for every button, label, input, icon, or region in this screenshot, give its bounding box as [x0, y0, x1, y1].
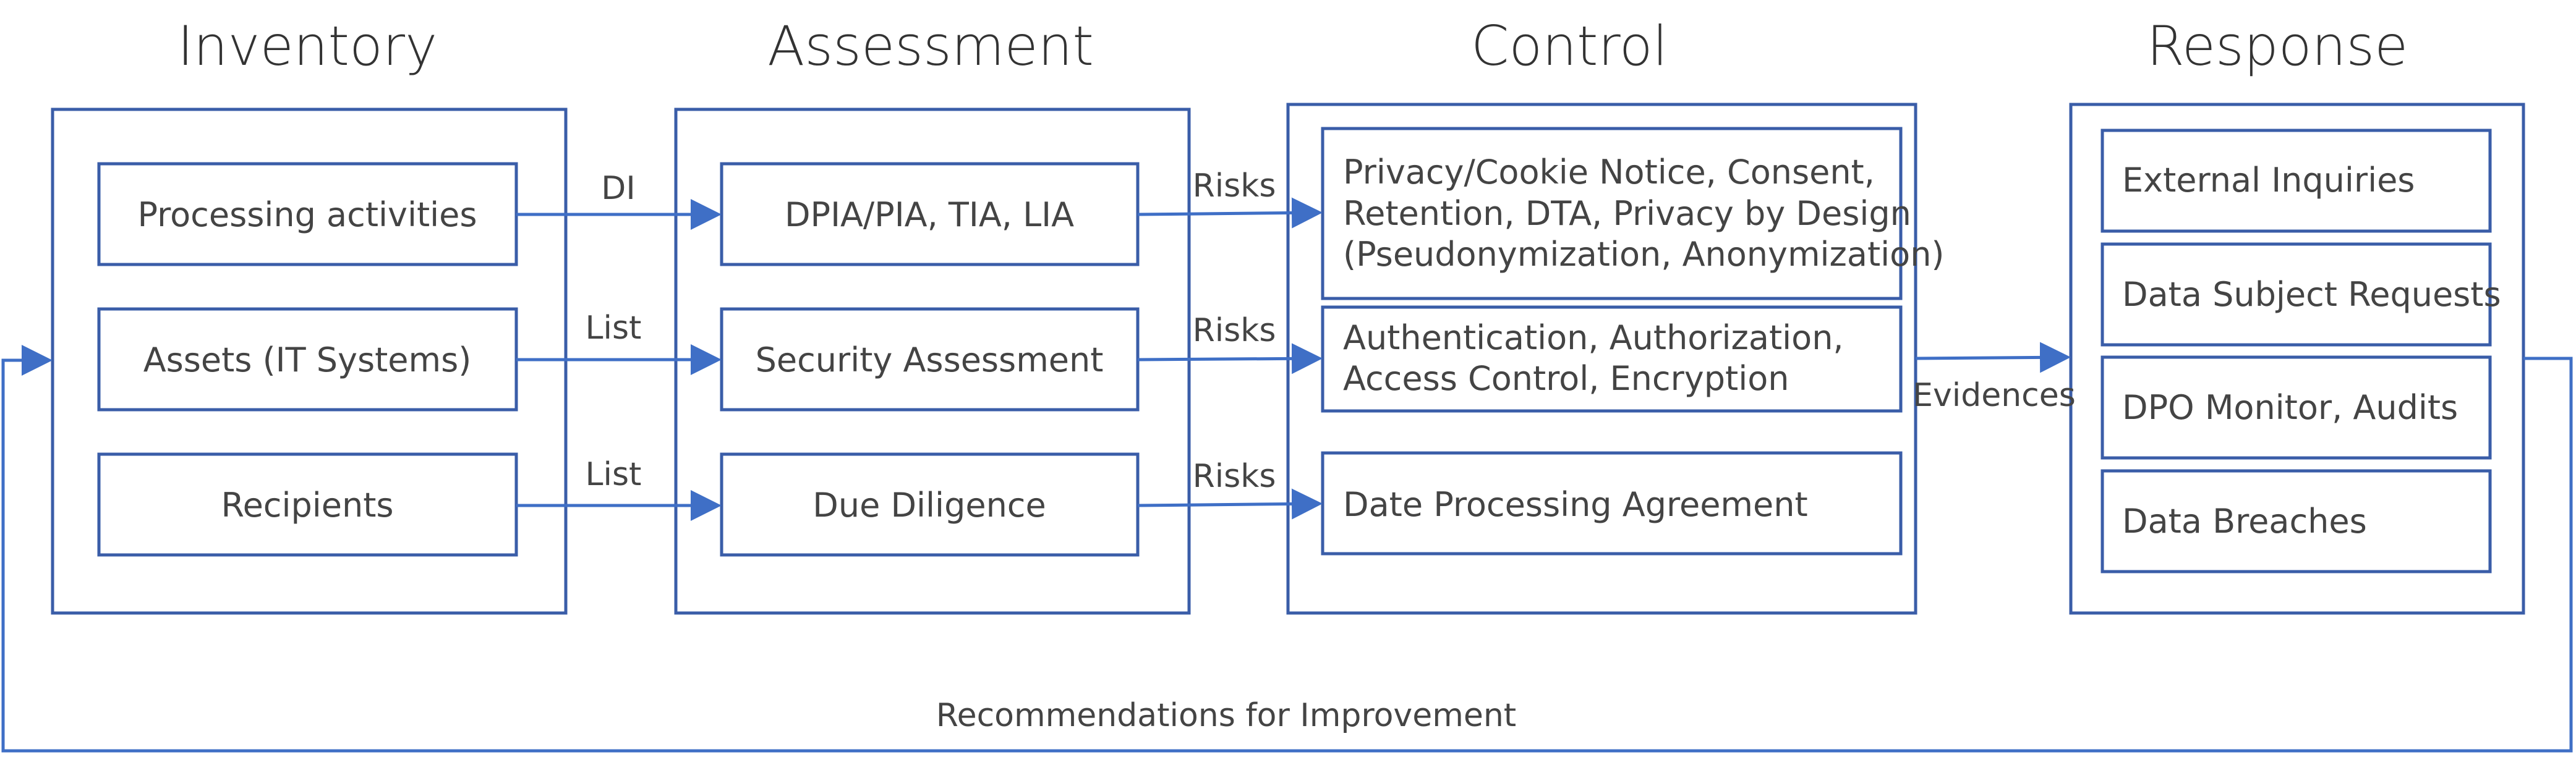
- inventory-item-label: Assets (IT Systems): [143, 340, 472, 379]
- response-item-label: DPO Monitor, Audits: [2122, 388, 2458, 427]
- edge-due-diligence-to-dpa: [1137, 488, 1323, 520]
- response-item-data-breaches: Data Breaches: [2100, 469, 2492, 573]
- control-item-line: Authentication, Authorization,: [1343, 318, 1844, 357]
- control-item-line: Date Processing Agreement: [1343, 485, 1808, 524]
- edge-label-di: DI: [601, 170, 635, 207]
- response-item-label: Data Subject Requests: [2122, 275, 2501, 314]
- control-item-dpa: Date Processing Agreement: [1321, 451, 1903, 556]
- edge-control-to-response: [1915, 342, 2071, 373]
- assessment-item-label: Due Diligence: [812, 486, 1046, 525]
- stage-title-control: Control: [1471, 14, 1668, 78]
- edge-label-risks: Risks: [1193, 458, 1276, 495]
- assessment-item-label: Security Assessment: [756, 340, 1104, 379]
- response-item-data-subject-requests: Data Subject Requests: [2100, 242, 2501, 347]
- edge-label-evidences: Evidences: [1913, 377, 2076, 414]
- inventory-item-label: Recipients: [221, 486, 393, 525]
- response-item-external-inquiries: External Inquiries: [2100, 129, 2492, 233]
- response-item-label: External Inquiries: [2122, 161, 2415, 200]
- assessment-item-dpia: DPIA/PIA, TIA, LIA: [720, 162, 1140, 266]
- stage-title-assessment: Assessment: [767, 14, 1094, 78]
- edge-label-risks: Risks: [1193, 312, 1276, 349]
- control-item-privacy-notice: Privacy/Cookie Notice, Consent, Retentio…: [1321, 127, 1945, 300]
- control-item-line: Retention, DTA, Privacy by Design: [1343, 194, 1911, 233]
- assessment-item-label: DPIA/PIA, TIA, LIA: [785, 195, 1074, 234]
- inventory-item-assets: Assets (IT Systems): [97, 307, 518, 412]
- response-item-label: Data Breaches: [2122, 502, 2367, 541]
- inventory-item-label: Processing activities: [138, 195, 477, 234]
- edge-feedback-loop: [1, 345, 2573, 753]
- control-item-line: Privacy/Cookie Notice, Consent,: [1343, 153, 1875, 192]
- assessment-item-security: Security Assessment: [720, 307, 1140, 412]
- edge-label-risks: Risks: [1193, 167, 1276, 205]
- inventory-item-recipients: Recipients: [97, 452, 518, 557]
- edge-label-list: List: [586, 310, 642, 347]
- control-item-line: Access Control, Encryption: [1343, 359, 1789, 398]
- edge-label-recommendations: Recommendations for Improvement: [936, 697, 1516, 734]
- response-item-dpo-monitor: DPO Monitor, Audits: [2100, 355, 2492, 460]
- stage-title-response: Response: [2147, 14, 2408, 78]
- inventory-item-processing-activities: Processing activities: [97, 162, 518, 266]
- stage-title-inventory: Inventory: [177, 14, 437, 78]
- edge-label-list: List: [586, 456, 642, 493]
- edge-dpia-to-privacy-notice: [1137, 197, 1323, 229]
- edge-security-to-authentication: [1137, 343, 1323, 374]
- control-item-line: (Pseudonymization, Anonymization): [1343, 235, 1945, 274]
- assessment-item-due-diligence: Due Diligence: [720, 452, 1140, 557]
- control-item-authentication: Authentication, Authorization, Access Co…: [1321, 305, 1903, 413]
